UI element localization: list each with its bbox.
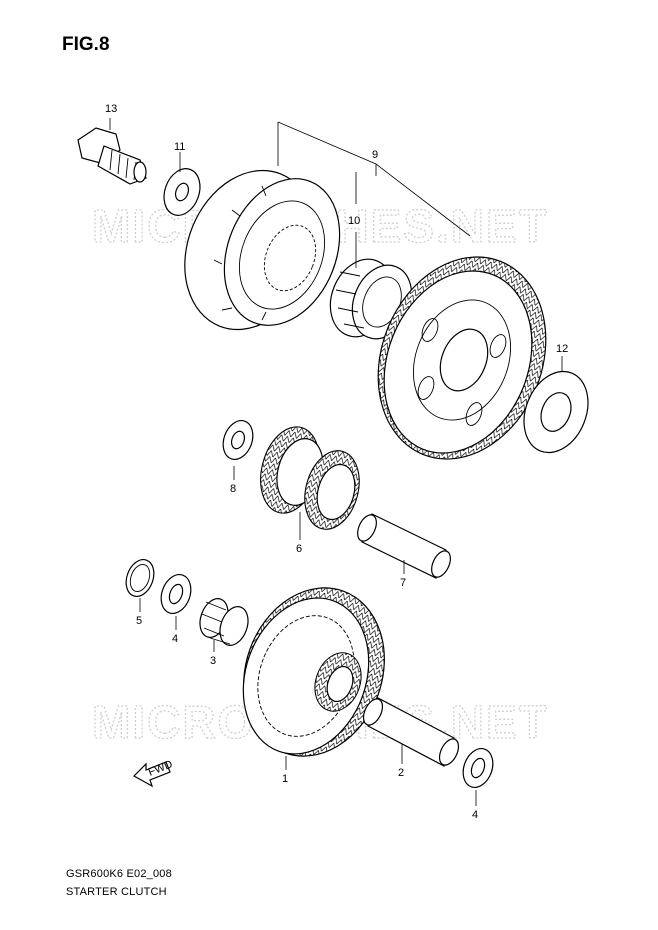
callout-2: 2 — [398, 767, 404, 779]
callout-12: 12 — [556, 343, 568, 355]
figure-code: GSR600K6 E02_008 — [66, 868, 172, 880]
callout-8: 8 — [230, 483, 236, 495]
figure-title: FIG.8 — [62, 34, 110, 55]
washer-part-12 — [523, 370, 589, 454]
fwd-arrow-icon: FWD — [133, 758, 174, 788]
shaft-part-7 — [357, 513, 451, 579]
callout-10: 10 — [348, 215, 360, 227]
callout-11: 11 — [174, 141, 185, 153]
leader-lines — [109, 118, 563, 806]
washer-part-5 — [125, 559, 155, 597]
callout-13: 13 — [105, 103, 117, 115]
callout-9: 9 — [372, 149, 378, 161]
clutch-housing — [184, 169, 341, 331]
needle-bearing-part-3 — [199, 598, 249, 646]
callout-1: 1 — [282, 773, 288, 785]
callout-5: 5 — [136, 615, 142, 627]
starter-driven-gear — [377, 256, 547, 460]
washer-part-8 — [222, 420, 254, 460]
starter-gear-part-1 — [242, 587, 385, 757]
washer-part-4-lower — [462, 748, 494, 788]
callout-4-lower: 4 — [472, 809, 478, 821]
callout-3: 3 — [210, 655, 216, 667]
idle-gear-part-6 — [260, 426, 360, 530]
bolt-part-13 — [77, 127, 147, 185]
shaft-part-2 — [362, 697, 460, 767]
callout-4-upper: 4 — [172, 633, 178, 645]
washer-part-11 — [163, 168, 201, 216]
washer-part-4-upper — [160, 574, 192, 614]
callout-6: 6 — [296, 543, 302, 555]
figure-name: STARTER CLUTCH — [66, 886, 167, 898]
callout-7: 7 — [400, 577, 406, 589]
